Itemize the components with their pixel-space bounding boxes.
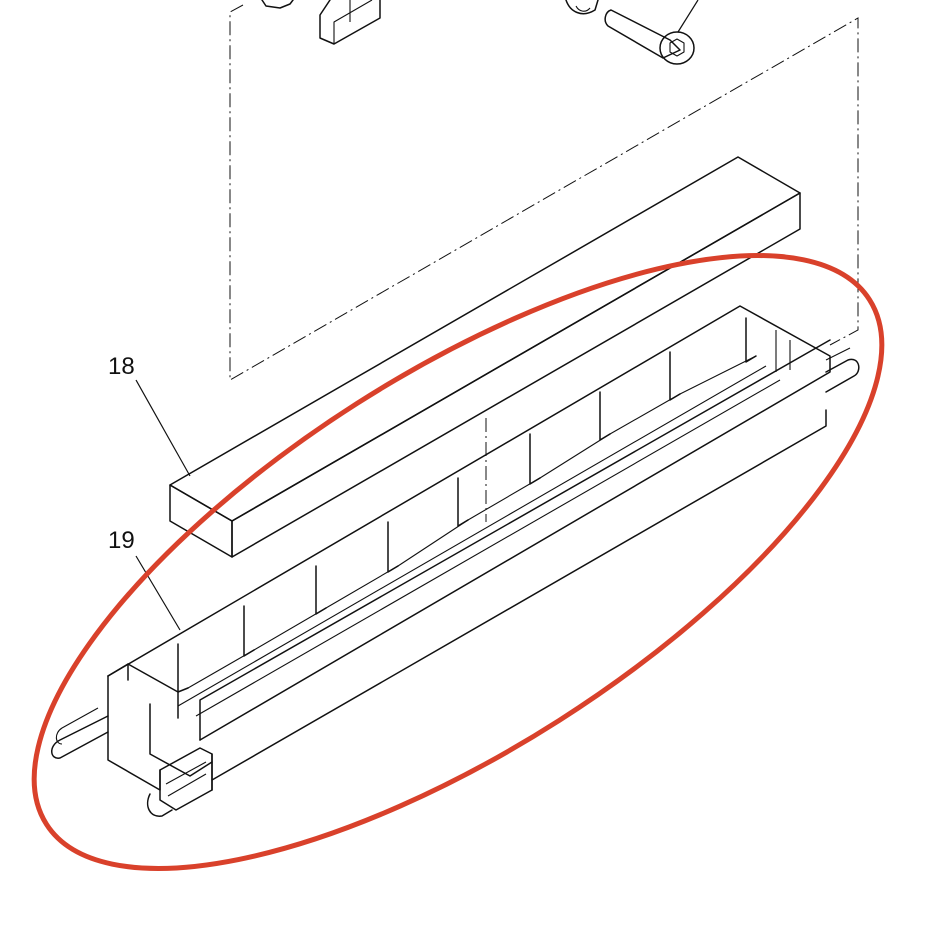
callout-label-18: 18 <box>108 353 135 380</box>
nut-icon <box>261 0 294 9</box>
leader-line-18 <box>135 379 191 477</box>
bracket-icon <box>319 0 381 45</box>
callout-19: 19 <box>108 527 181 631</box>
assembly-guide-lines <box>229 4 859 522</box>
highlight-ellipse <box>31 253 885 871</box>
callout-label-19: 19 <box>108 527 135 554</box>
screw-icon <box>565 0 699 65</box>
callout-18: 18 <box>108 353 191 477</box>
tray-part <box>51 305 860 817</box>
leader-line-19 <box>135 555 181 631</box>
foam-pad <box>169 156 801 558</box>
